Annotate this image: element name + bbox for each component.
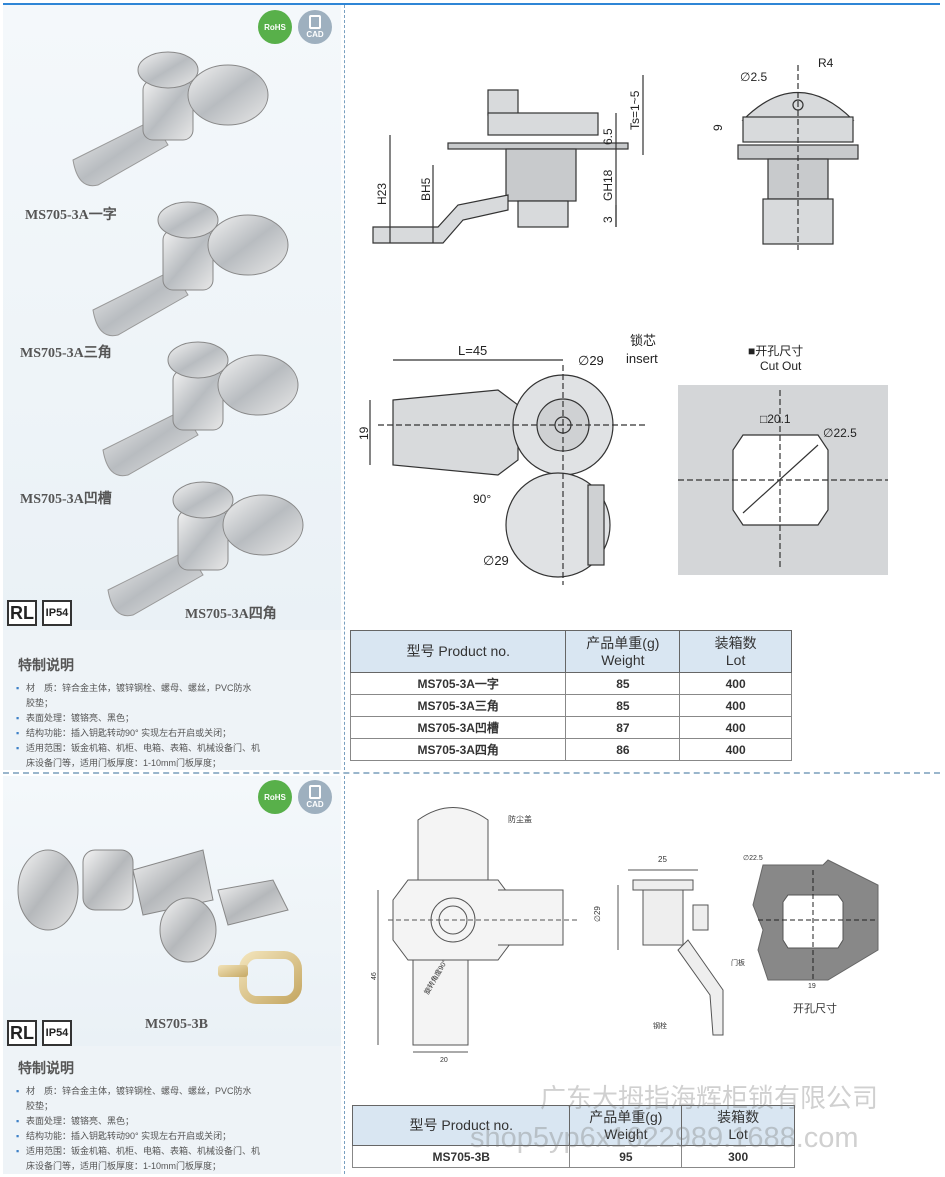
section-a-technical-drawing: H23 BH5 6.5 Ts=1~5 GH18 3 ∅2.5 R4 9 L=45… (357, 56, 888, 585)
b-side-view (617, 869, 724, 1036)
dim-3: 3 (601, 216, 615, 223)
section-divider-b (344, 776, 345, 1174)
section-b-technical-drawing: 防尘盖 25 ∅29 ∅22.5 19 19 门板 46 旋转角度90° 钢栓 … (371, 807, 879, 1064)
dim-19: 19 (357, 426, 371, 440)
dim-25: 25 (658, 855, 667, 864)
dim-46: 46 (371, 972, 378, 980)
dim-19-horizontal: 19 (808, 983, 816, 990)
label-cutout-b: 开孔尺寸 (793, 1001, 837, 1015)
lock-photo-3 (102, 341, 299, 477)
spec-surface-b: 表面处理：镀铬亮、黑色； (8, 1114, 333, 1129)
top-border (3, 3, 940, 5)
dim-dia-2-5: ∅2.5 (740, 70, 767, 84)
spec-usage-cont-b: 床设备门等，适用门板厚度：1-10mm门板厚度； (26, 1161, 222, 1171)
spec-surface: 表面处理：镀铬亮、黑色； (8, 711, 333, 726)
cad-icon-b: CAD (298, 780, 332, 814)
dim-dia-22-5-b: ∅22.5 (743, 855, 763, 862)
dim-r4: R4 (818, 56, 834, 70)
spec-material-cont-b: 胶垫； (26, 1101, 54, 1111)
b-front-view (377, 807, 578, 1053)
label-door-panel: 门板 (731, 958, 745, 967)
lock-photo-1 (72, 51, 269, 187)
spec-material-cont: 胶垫； (26, 698, 54, 708)
product-label-3: MS705-3A凹槽 (20, 492, 112, 507)
rohs-icon: RoHS (258, 10, 292, 44)
dim-dia-29-bottom: ∅29 (483, 553, 509, 568)
dim-bh5: BH5 (419, 177, 433, 201)
section-b-spec: 特制说明 材 质：锌合金主体，镀锌钢栓、螺母、螺丝，PVC防水 胶垫； 表面处理… (8, 1058, 333, 1174)
rl-badge-b: RL (7, 1020, 37, 1046)
rl-badge: RL (7, 600, 37, 626)
label-insert-en: insert (626, 351, 658, 366)
spec-function: 结构功能：插入钥匙转动90° 实现左右开启或关闭； (8, 726, 333, 741)
top-view (369, 359, 648, 585)
lock-photo-4 (107, 481, 304, 617)
label-insert-cn: 锁芯 (630, 333, 656, 348)
dim-dia-29-b: ∅29 (593, 906, 602, 922)
dim-ts: Ts=1~5 (628, 90, 642, 130)
watermark-company: 广东大拇指海辉柜锁有限公司 (540, 1083, 879, 1113)
section-divider-a (344, 5, 345, 770)
dim-6-5: 6.5 (601, 128, 615, 145)
spec-title: 特制说明 (18, 657, 74, 673)
ip54-badge: IP54 (42, 600, 72, 626)
col-product-no: 型号 Product no. (349, 630, 567, 673)
cutout-dia-dim: ∅22.5 (823, 426, 857, 440)
cutout-square-dim: □20.1 (760, 412, 791, 426)
dim-l45: L=45 (458, 343, 487, 358)
section-a-spec: 特制说明 材 质：锌合金主体，镀锌钢栓、螺母、螺丝，PVC防水 胶垫； 表面处理… (8, 655, 333, 771)
section-separator (3, 772, 940, 774)
dim-dia-29-top: ∅29 (578, 353, 604, 368)
dim-20: 20 (440, 1057, 448, 1064)
spec-material: 材 质：锌合金主体，镀锌钢栓、螺母、螺丝，PVC防水 (8, 681, 333, 696)
spec-usage-b: 适用范围：钣金机箱、机柜、电箱、表箱、机械设备门、机 (8, 1144, 333, 1159)
cutout-title: ■开孔尺寸 (748, 344, 803, 358)
side-view (372, 75, 644, 244)
dim-h23: H23 (375, 183, 389, 205)
col-product-no-b: 型号 Product no. (351, 1105, 571, 1146)
col-weight: 产品单重(g)Weight (565, 630, 681, 673)
cutout-diagram (678, 385, 888, 575)
spec-material-b: 材 质：锌合金主体，镀锌钢栓、螺母、螺丝，PVC防水 (8, 1084, 333, 1099)
lock-photo-2 (92, 201, 289, 337)
product-label-4: MS705-3A四角 (185, 607, 277, 622)
spec-title-b: 特制说明 (18, 1060, 74, 1076)
watermark-url: shop5yp6x1622989.1688.com (470, 1122, 859, 1154)
label-steel-bolt: 钢栓 (653, 1021, 667, 1030)
product-label-b: MS705-3B (145, 1017, 208, 1032)
b-cutout-diagram (752, 859, 879, 981)
cutout-subtitle: Cut Out (760, 359, 802, 373)
dim-gh18: GH18 (601, 169, 615, 201)
rohs-icon-b: RoHS (258, 780, 292, 814)
front-view (737, 65, 859, 250)
spec-usage: 适用范围：钣金机箱、机柜、电箱、表箱、机械设备门、机 (8, 741, 333, 756)
spec-function-b: 结构功能：插入钥匙转动90° 实现左右开启或关闭； (8, 1129, 333, 1144)
section-a-product-photos (72, 51, 304, 617)
spec-usage-cont: 床设备门等，适用门板厚度：1-10mm门板厚度； (26, 758, 222, 768)
section-b-product-photo (17, 849, 302, 1004)
dim-90deg: 90° (473, 492, 491, 506)
ip54-badge-b: IP54 (42, 1020, 72, 1046)
cad-icon: CAD (298, 10, 332, 44)
label-dust-cover: 防尘盖 (508, 814, 532, 824)
product-label-2: MS705-3A三角 (20, 346, 112, 361)
dim-9: 9 (711, 124, 725, 131)
product-label-1: MS705-3A一字 (25, 208, 117, 223)
